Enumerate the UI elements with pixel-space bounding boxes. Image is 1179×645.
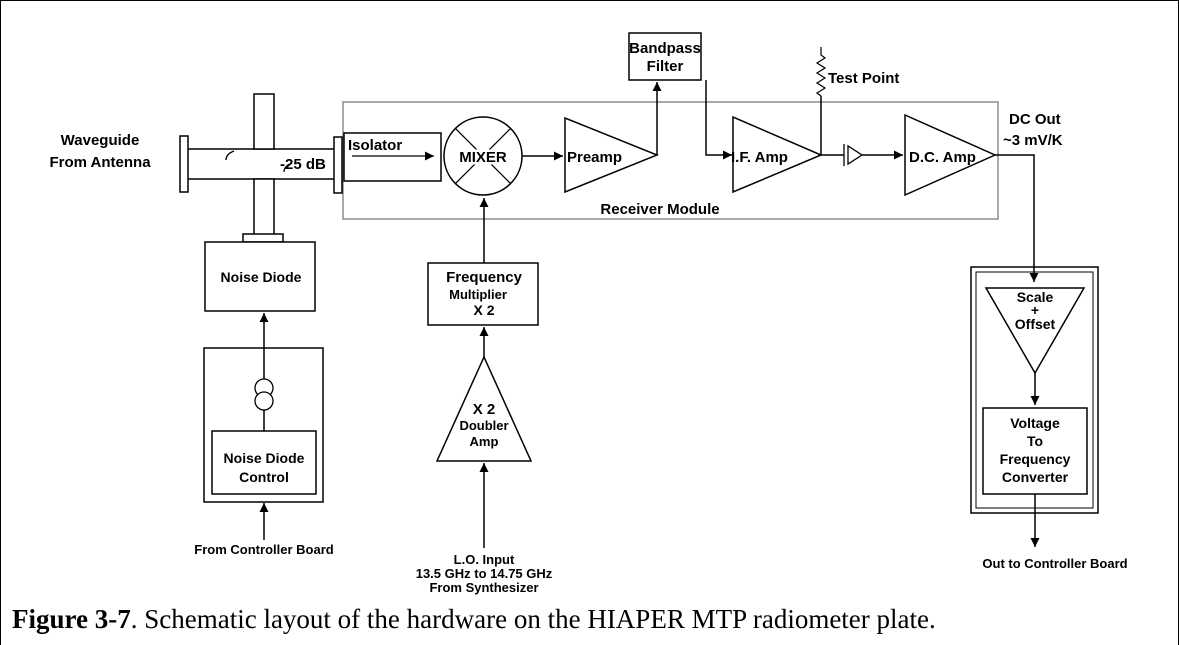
frequency-multiplier-box xyxy=(427,262,539,326)
vtf-label-2: To xyxy=(1027,433,1043,449)
waveguide-flange-left xyxy=(179,135,189,193)
mixer-label: MIXER xyxy=(459,149,507,166)
lo-input-label-3: From Synthesizer xyxy=(429,580,538,595)
vtf-label-3: Frequency xyxy=(1000,451,1071,467)
from-controller-label: From Controller Board xyxy=(194,542,333,557)
lo-input-label-2: 13.5 GHz to 14.75 GHz xyxy=(416,566,553,581)
offset-label: Offset xyxy=(1015,316,1056,332)
dc-out-label-2: ~3 mV/K xyxy=(1003,132,1063,149)
bandpass-label-1: Bandpass xyxy=(629,40,701,57)
dc-amp-triangle xyxy=(904,113,997,197)
doubler-label-3: Amp xyxy=(470,434,499,449)
dc-out-label-1: DC Out xyxy=(1009,111,1061,128)
waveguide-flange-right xyxy=(333,136,343,194)
noise-control-label-1: Noise Diode xyxy=(224,450,305,466)
noise-diode-box xyxy=(204,241,316,312)
bandpass-filter-box xyxy=(628,32,702,81)
doubler-label-2: Doubler xyxy=(459,418,508,433)
waveguide-label-1: Waveguide xyxy=(61,132,140,149)
figure-caption: Figure 3-7. Schematic layout of the hard… xyxy=(12,604,1172,635)
lo-input-label-1: L.O. Input xyxy=(454,552,515,567)
coupler-arm-upper xyxy=(253,93,275,150)
waveguide-label-2: From Antenna xyxy=(49,154,151,171)
coupler-label: -25 dB xyxy=(280,156,326,173)
isolator-label: Isolator xyxy=(348,137,402,154)
isolator-box xyxy=(343,132,442,182)
freq-mult-label-1: Frequency xyxy=(446,269,523,286)
receiver-module-box xyxy=(342,101,999,220)
dc-amp-label: D.C. Amp xyxy=(909,149,976,166)
filter-to-if-amp xyxy=(705,80,732,160)
caption-text: . Schematic layout of the hardware on th… xyxy=(130,604,936,634)
figure-number: Figure 3-7 xyxy=(12,604,131,634)
test-point-label: Test Point xyxy=(828,70,899,87)
noise-diode-control-box xyxy=(211,430,317,495)
freq-mult-label-3: X 2 xyxy=(473,302,494,318)
preamp-triangle xyxy=(564,116,660,194)
receiver-module-label: Receiver Module xyxy=(600,201,719,218)
vtf-label-1: Voltage xyxy=(1010,415,1060,431)
plus-label: + xyxy=(1031,302,1039,318)
detector-diode-icon xyxy=(847,144,864,166)
coupler-arm-lower xyxy=(253,178,275,237)
scale-label: Scale xyxy=(1017,289,1054,305)
noise-diode-label: Noise Diode xyxy=(221,269,302,285)
if-amp-label: I.F. Amp xyxy=(731,149,788,166)
noise-control-label-2: Control xyxy=(239,469,289,485)
vtf-converter-box xyxy=(982,407,1088,495)
if-amp-triangle xyxy=(732,115,823,194)
freq-mult-label-2: Multiplier xyxy=(449,287,507,302)
doubler-label-1: X 2 xyxy=(473,401,496,418)
out-to-controller-label: Out to Controller Board xyxy=(982,556,1127,571)
vtf-label-4: Converter xyxy=(1002,469,1069,485)
scale-offset-triangle xyxy=(984,287,1086,375)
dc-out-to-scale xyxy=(995,154,1039,282)
preamp-label: Preamp xyxy=(567,149,622,166)
schematic-diagram: Receiver Module Waveguide From Antenna -… xyxy=(49,32,1128,595)
noise-diode-flange xyxy=(242,233,284,243)
coupler-hook-icon xyxy=(225,150,293,173)
doubler-amp-triangle xyxy=(435,355,533,462)
test-point-resistor-icon xyxy=(815,47,827,97)
bandpass-label-2: Filter xyxy=(647,58,684,75)
